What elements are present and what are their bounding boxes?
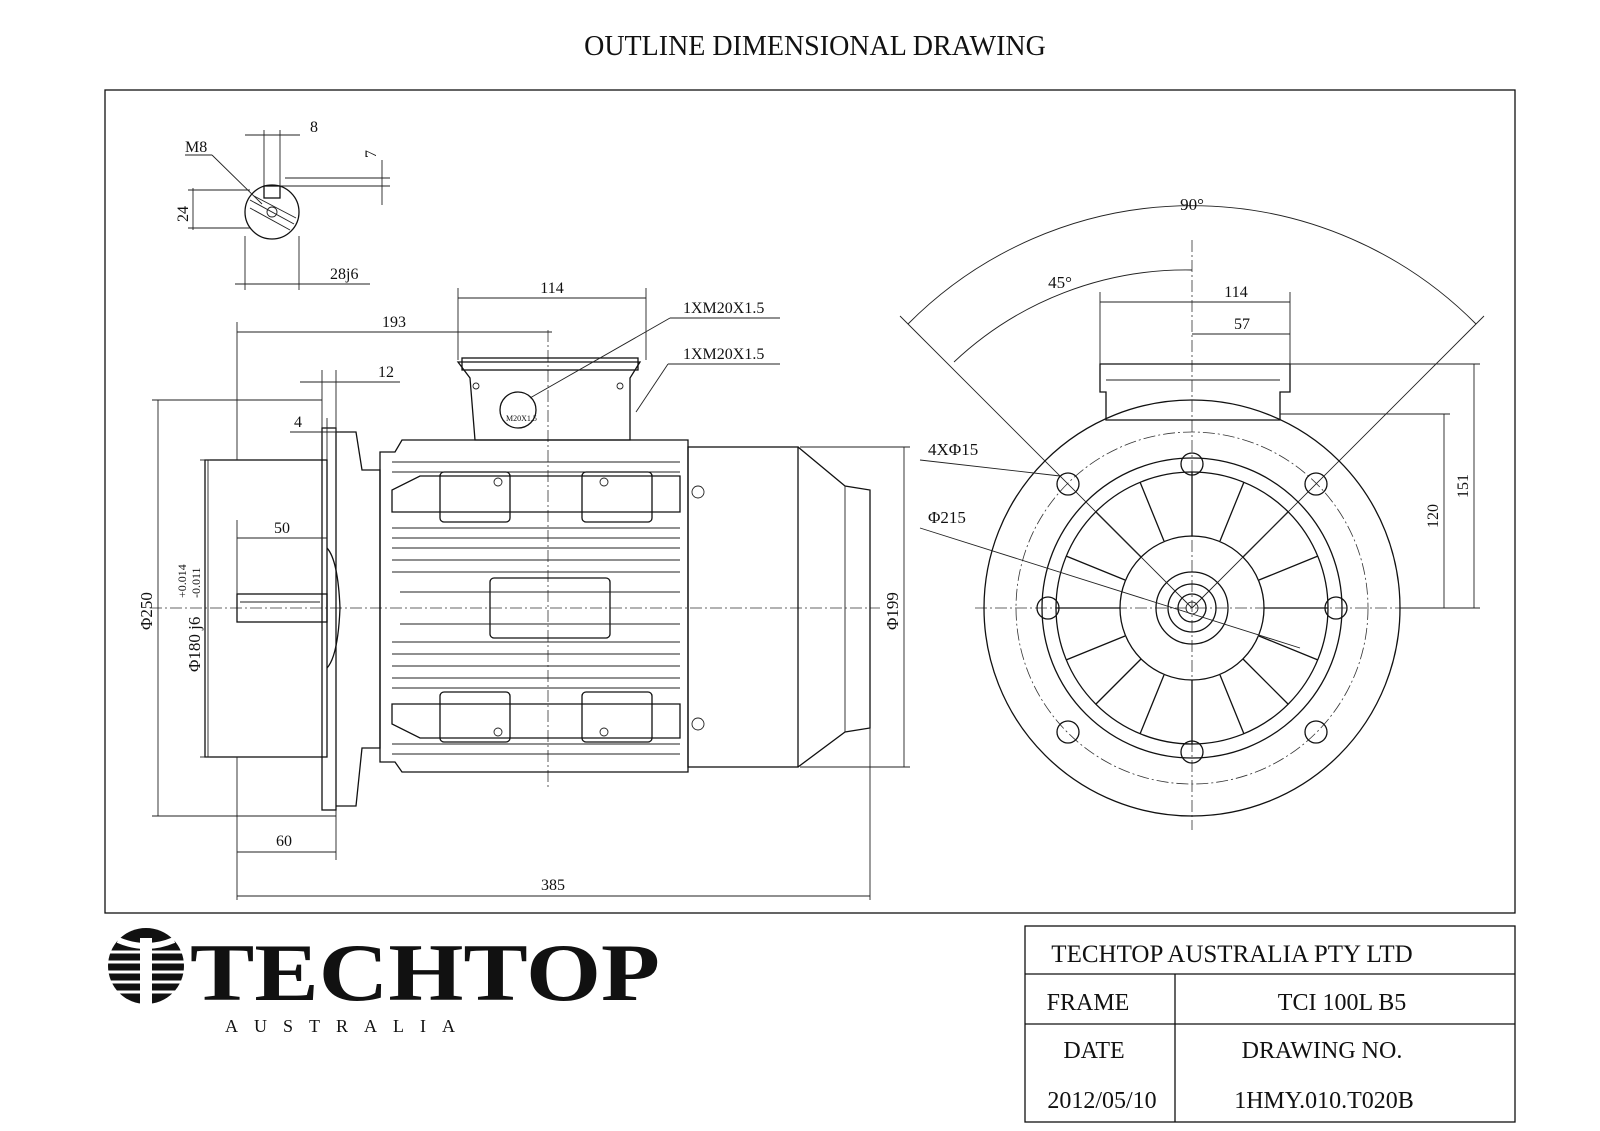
pcd-circle xyxy=(1015,431,1369,785)
cable-gland xyxy=(499,391,537,429)
bottom-mount-pad xyxy=(391,703,681,739)
end-terminal-box xyxy=(1099,363,1291,421)
side-view: M20X1.5 114 193 12 4 50 Φ250 Φ xyxy=(137,280,910,900)
flange xyxy=(321,427,337,811)
cooling-fins xyxy=(392,461,680,755)
fan-cover-shell xyxy=(687,446,799,768)
terminal-box xyxy=(456,361,642,441)
shaft-detail: 8 7 24 28j6 M8 xyxy=(175,119,390,290)
flange-dia-dim: Φ250 xyxy=(137,592,156,630)
shaft-end xyxy=(1177,593,1207,623)
overall-length-dim: 385 xyxy=(541,877,565,894)
shaft-dia-dim: 28j6 xyxy=(330,266,358,283)
gland-marking: M20X1.5 xyxy=(506,414,537,423)
bottom-lug-left xyxy=(439,691,511,743)
mount-hole-tl xyxy=(1056,472,1080,496)
gland-top-callout: 1XM20X1.5 xyxy=(683,300,764,317)
drawing-no-label: DRAWING NO. xyxy=(1242,1038,1403,1064)
end-box-half-dim: 57 xyxy=(1234,316,1250,333)
bolt-boss-bottom xyxy=(1180,740,1204,764)
bolt-boss-top xyxy=(1180,452,1204,476)
bearing-housing xyxy=(1155,571,1229,645)
flange-thickness-dim: 12 xyxy=(378,364,394,381)
angle-90-arc xyxy=(907,205,1477,325)
logo-brand: TECHTOP xyxy=(190,927,660,1018)
spigot-dia-dim: Φ180 j6 xyxy=(185,617,204,672)
fan-screw-bottom xyxy=(691,717,705,731)
techtop-logo: TECHTOP AUSTRALIA xyxy=(108,927,660,1036)
shaft-shoulder xyxy=(326,547,341,669)
motor-body xyxy=(379,439,689,773)
gland-side-callout: 1XM20X1.5 xyxy=(683,346,764,363)
thread-callout: M8 xyxy=(185,139,207,156)
end-box-width-dim: 114 xyxy=(1224,284,1247,301)
shaft-flange-len-dim: 60 xyxy=(276,833,292,850)
end-view: 114 57 120 151 90° 45° 4XΦ15 Φ215 xyxy=(899,195,1485,830)
spigot xyxy=(204,459,328,758)
date-label: DATE xyxy=(1063,1038,1124,1064)
fan-cover xyxy=(797,446,871,768)
shaft-section-circle xyxy=(244,184,300,240)
drawing-border xyxy=(104,89,1516,914)
shaft-height-dim: 24 xyxy=(175,206,192,222)
key-depth-dim: 7 xyxy=(363,150,380,158)
mount-hole-bl xyxy=(1056,720,1080,744)
drawing-title: OUTLINE DIMENSIONAL DRAWING xyxy=(584,31,1046,62)
bottom-lug-right xyxy=(581,691,653,743)
spigot-tol-upper: +0.014 xyxy=(175,564,189,598)
holes-callout: 4XΦ15 xyxy=(928,440,978,459)
body-dia-dim: Φ199 xyxy=(883,592,902,630)
body-ring-outer xyxy=(1041,457,1343,759)
bolt-boss-right xyxy=(1324,596,1348,620)
frame-value: TCI 100L B5 xyxy=(1278,990,1406,1016)
shaft-length-dim: 50 xyxy=(274,520,290,537)
frame-label: FRAME xyxy=(1047,990,1130,1016)
terminal-box-lid xyxy=(461,357,639,371)
end-height-151-dim: 151 xyxy=(1455,474,1472,498)
mount-hole-br xyxy=(1304,720,1328,744)
spigot-dim: 4 xyxy=(294,414,302,431)
logo-sub: AUSTRALIA xyxy=(225,1016,471,1036)
keyway xyxy=(263,185,281,199)
end-height-120-dim: 120 xyxy=(1425,504,1442,528)
m8-thread-hole xyxy=(266,206,278,218)
bolt-boss-left xyxy=(1036,596,1060,620)
company-name: TECHTOP AUSTRALIA PTY LTD xyxy=(1051,941,1412,968)
top-mount-pad xyxy=(391,475,681,513)
date-value: 2012/05/10 xyxy=(1047,1088,1156,1114)
nameplate xyxy=(489,577,611,639)
bearing xyxy=(1167,583,1217,633)
mount-hole-tr xyxy=(1304,472,1328,496)
angle-90-dim: 90° xyxy=(1180,195,1204,214)
title-block: TECHTOP AUSTRALIA PTY LTD FRAME TCI 100L… xyxy=(1024,925,1516,1123)
key-width-dim: 8 xyxy=(310,119,318,136)
top-lug-right xyxy=(581,471,653,523)
spigot-tol-lower: -0.011 xyxy=(189,567,203,598)
angle-45-arc xyxy=(953,269,1193,363)
top-lug-left xyxy=(439,471,511,523)
terminal-box-width-dim: 114 xyxy=(540,280,563,297)
pcd-callout: Φ215 xyxy=(928,508,966,527)
fan-screw-top xyxy=(691,485,705,499)
angle-45-dim: 45° xyxy=(1048,273,1072,292)
overall-to-box-dim: 193 xyxy=(382,314,406,331)
flange-neck xyxy=(336,431,381,807)
drawing-no-value: 1HMY.010.T020B xyxy=(1234,1088,1414,1114)
